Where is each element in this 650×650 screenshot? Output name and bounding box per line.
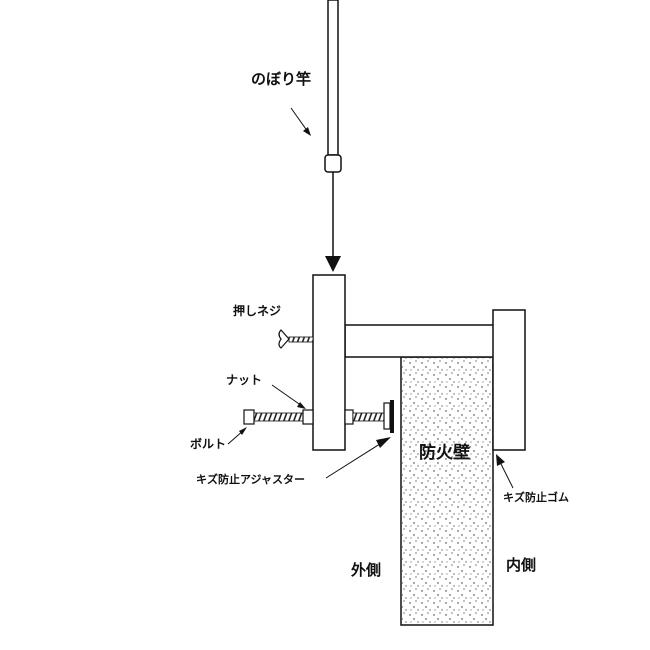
rubber-label: キズ防止ゴム <box>503 490 569 504</box>
firewall <box>400 356 494 626</box>
adjuster-leader-arrow <box>325 437 391 479</box>
push-screw-label: 押しネジ <box>233 303 281 318</box>
inside-label: 内側 <box>506 556 536 574</box>
wing-screw-icon <box>278 329 314 349</box>
nut-label: ナット <box>226 373 262 387</box>
rubber-leader-arrow <box>496 454 514 489</box>
bolt-leader-arrow <box>227 427 247 445</box>
flag-pole <box>324 0 342 173</box>
firewall-label: 防火壁 <box>419 442 470 463</box>
pole-holder <box>312 274 346 451</box>
outside-label: 外側 <box>350 561 381 579</box>
nut-leader-arrow <box>271 384 306 409</box>
pole-label: のぼり竿 <box>251 70 311 88</box>
threaded-bolt-icon <box>243 409 314 425</box>
inner-plate <box>492 309 526 451</box>
adjuster-bolt <box>344 400 394 433</box>
insert-arrow <box>325 172 341 272</box>
pole-leader-arrow <box>290 107 311 136</box>
adjuster-label: キズ防止アジャスター <box>196 472 305 486</box>
bracket-top-bar <box>344 324 496 358</box>
bolt-label: ボルト <box>190 436 226 451</box>
